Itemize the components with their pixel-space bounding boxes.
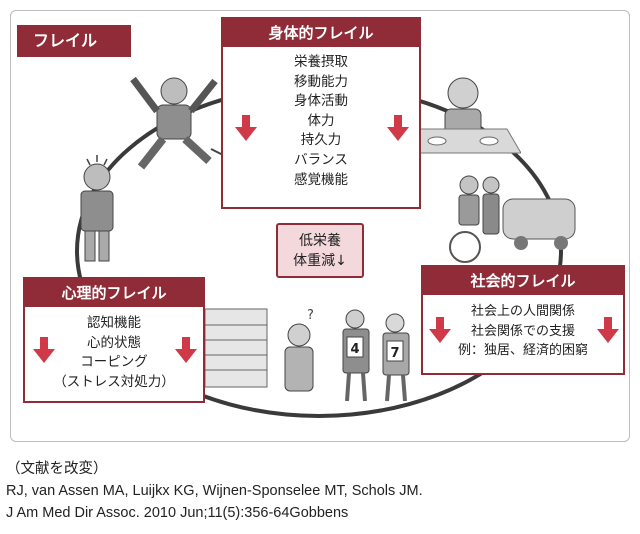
reference-note: （文献を改変） — [6, 461, 108, 477]
center-line-1: 低栄養 — [299, 233, 341, 249]
list-item: 例：独居、経済的困窮 — [457, 343, 588, 359]
psychological-frailty-title: 心理的フレイル — [25, 279, 203, 307]
down-arrow-icon — [235, 115, 257, 141]
psychological-frailty-box: 心理的フレイル 認知機能 心的状態 コーピング （ストレス対処力） — [23, 277, 205, 403]
frailty-tag: フレイル — [17, 25, 131, 57]
social-frailty-box: 社会的フレイル 社会上の人間関係 社会関係での支援 例：独居、経済的困窮 — [421, 265, 625, 375]
list-item: 持久力 — [300, 132, 342, 149]
center-line-2: 体重減↓ — [293, 253, 347, 269]
runner-elders-illustration: 4 7 — [342, 309, 410, 402]
reference-journal: J Am Med Dir Assoc. 2010 Jun;11(5):356-6… — [6, 505, 349, 521]
list-item: （ストレス対処力） — [53, 373, 175, 390]
list-item: 認知機能 — [87, 315, 141, 331]
confused-elder-illustration: ? — [284, 308, 314, 392]
list-item: 心的状態 — [87, 334, 141, 351]
list-item: 社会関係での支援 — [470, 323, 575, 339]
frailty-diagram-panel: ? 4 7 フレイル 身体的フレイル 栄養摂取 移動能力 身体活動 体力 持久力… — [10, 10, 630, 442]
bib-number-7: 7 — [390, 346, 399, 361]
psychological-frailty-list: 認知機能 心的状態 コーピング （ストレス対処力） — [25, 307, 203, 392]
reference-authors: RJ, van Assen MA, Luijkx KG, Wijnen-Spon… — [6, 483, 423, 499]
drawer-cabinet-illustration — [204, 308, 268, 388]
physical-frailty-box: 身体的フレイル 栄養摂取 移動能力 身体活動 体力 持久力 バランス 感覚機能 — [221, 17, 421, 209]
down-arrow-icon — [429, 317, 451, 343]
social-frailty-title: 社会的フレイル — [423, 267, 623, 295]
down-arrow-icon — [175, 337, 197, 363]
list-item: コーピング — [80, 354, 148, 371]
social-frailty-list: 社会上の人間関係 社会関係での支援 例：独居、経済的困窮 — [423, 295, 623, 361]
malnutrition-center-box: 低栄養 体重減↓ — [276, 223, 364, 278]
references: （文献を改変） RJ, van Assen MA, Luijkx KG, Wij… — [6, 458, 423, 524]
physical-frailty-list: 栄養摂取 移動能力 身体活動 体力 持久力 バランス 感覚機能 — [223, 47, 419, 190]
list-item: 体力 — [307, 112, 335, 129]
list-item: 移動能力 — [294, 73, 348, 90]
jumping-elder-illustration — [130, 76, 224, 170]
stressed-elder-illustration — [80, 155, 114, 262]
list-item: 栄養摂取 — [294, 54, 348, 70]
down-arrow-icon — [33, 337, 55, 363]
down-arrow-icon — [597, 317, 619, 343]
down-arrow-icon — [387, 115, 409, 141]
list-item: 感覚機能 — [294, 171, 348, 188]
svg-text:?: ? — [307, 308, 314, 323]
eating-elder-illustration — [397, 77, 521, 154]
list-item: 社会上の人間関係 — [470, 304, 575, 319]
bib-number-4: 4 — [350, 342, 359, 357]
list-item: バランス — [294, 151, 348, 168]
wheelchair-van-illustration — [449, 175, 576, 263]
list-item: 身体活動 — [294, 93, 348, 110]
physical-frailty-title: 身体的フレイル — [223, 19, 419, 47]
